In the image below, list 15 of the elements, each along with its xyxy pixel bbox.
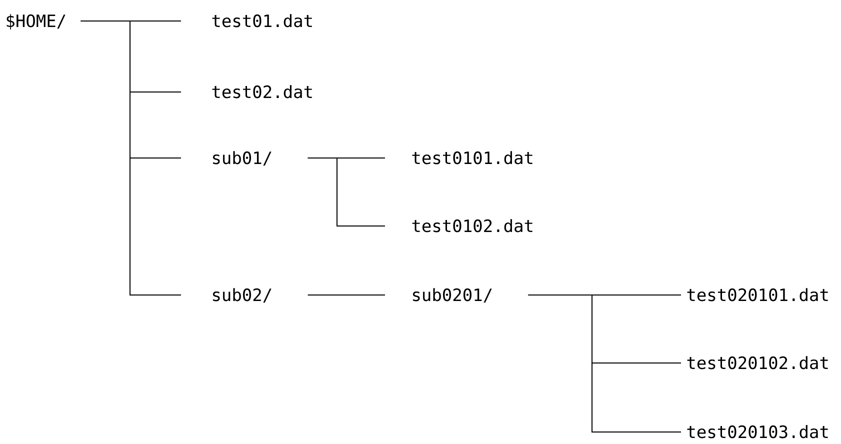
- file-name: test02.dat: [212, 85, 312, 98]
- tree-line: [80, 20, 182, 296]
- file-name: test01.dat: [212, 14, 312, 28]
- file-name: test020101.dat: [687, 288, 828, 302]
- file-name: sub01/: [212, 151, 272, 166]
- file-name: sub02/: [212, 288, 272, 303]
- file-name: sub0201/: [412, 288, 492, 303]
- file-name: test020102.dat: [687, 356, 828, 370]
- tree-line: [528, 294, 682, 432]
- file-name: test0101.dat: [412, 151, 532, 164]
- file-name: test020103.dat: [687, 425, 828, 438]
- tree-line: [307, 158, 386, 226]
- tree-line: [307, 294, 386, 296]
- file-name: $HOME/: [6, 14, 66, 30]
- file-name: test0102.dat: [412, 219, 532, 232]
